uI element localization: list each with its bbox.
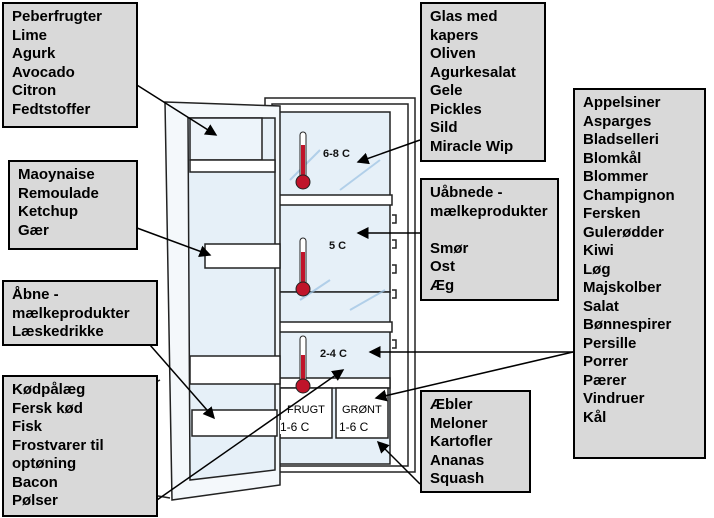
- item: Smør: [430, 239, 469, 257]
- item: Æbler: [430, 396, 473, 413]
- item: Maoynaise: [18, 166, 95, 183]
- thermometer-icons: [295, 131, 311, 394]
- fridge-cabinet: [264, 97, 416, 473]
- fridge-door: [149, 101, 281, 501]
- item: Ost: [430, 258, 456, 275]
- item: Oliven: [430, 45, 476, 62]
- item: Asparges: [583, 112, 652, 130]
- item: Løg: [583, 260, 611, 278]
- drawer-temp-fruit: 1-6 C: [280, 420, 310, 434]
- item: optøning: [12, 455, 77, 472]
- item: Blomkål: [583, 149, 642, 167]
- item: Bacon: [12, 473, 58, 491]
- item: Citron: [12, 82, 57, 99]
- item: Æg: [430, 276, 455, 294]
- item: Agurk: [12, 45, 56, 62]
- item: Fisk: [12, 418, 43, 435]
- drawer-temp-vegetables: 1-6 C: [339, 420, 369, 434]
- item: mælkeprodukter: [430, 202, 548, 220]
- item: Gulerødder: [583, 223, 664, 241]
- drawer-label-fruit: FRUGT: [287, 404, 325, 416]
- item: Porrer: [583, 353, 629, 370]
- pointer-arrows: [109, 67, 574, 501]
- temp-label-low: 2-4 C: [320, 348, 347, 360]
- item: Majskolber: [583, 279, 662, 296]
- item: Avocado: [12, 63, 75, 81]
- item: Meloner: [430, 414, 488, 432]
- item: Persille: [583, 334, 637, 352]
- item: Bladselleri: [583, 131, 659, 148]
- item: Kartofler: [430, 433, 493, 450]
- item: Peberfrugter: [12, 8, 103, 25]
- item: Ananas: [430, 451, 485, 469]
- item: Pærer: [583, 371, 627, 389]
- item: Kødpålæg: [12, 381, 86, 398]
- item: Ketchup: [18, 203, 78, 220]
- item: Fersken: [583, 205, 641, 222]
- item: Frostvarer til: [12, 436, 104, 454]
- item: Gær: [18, 221, 49, 239]
- temp-label-top: 6-8 C: [323, 148, 350, 160]
- item: Fersk kød: [12, 399, 83, 417]
- item: Remoulade: [18, 184, 99, 202]
- drawer-label-vegetables: GRØNT: [342, 404, 382, 416]
- item: Blommer: [583, 168, 649, 185]
- item: Miracle Wip: [430, 137, 514, 155]
- item: Squash: [430, 470, 485, 487]
- item: Lime: [12, 26, 48, 44]
- item: Kiwi: [583, 242, 614, 259]
- item: Champignon: [583, 186, 675, 204]
- item: Salat: [583, 297, 619, 315]
- item: Appelsiner: [583, 94, 661, 111]
- item: Vindruer: [583, 390, 645, 407]
- item: Sild: [430, 119, 458, 136]
- item: Pickles: [430, 100, 482, 118]
- item: Uåbnede -: [430, 184, 503, 201]
- item: Gele: [430, 82, 463, 99]
- temp-label-mid: 5 C: [329, 240, 347, 252]
- item: Bønnespirer: [583, 316, 672, 333]
- item: kapers: [430, 26, 479, 44]
- item: Pølser: [12, 492, 58, 509]
- item: Glas med: [430, 8, 498, 25]
- item: Læskedrikke: [12, 323, 104, 340]
- item: Åbne -: [12, 286, 59, 303]
- item: Agurkesalat: [430, 63, 516, 81]
- item: Kål: [583, 408, 607, 426]
- item: mælkeprodukter: [12, 304, 130, 322]
- spacer: [430, 221, 549, 240]
- item: Fedtstoffer: [12, 100, 91, 118]
